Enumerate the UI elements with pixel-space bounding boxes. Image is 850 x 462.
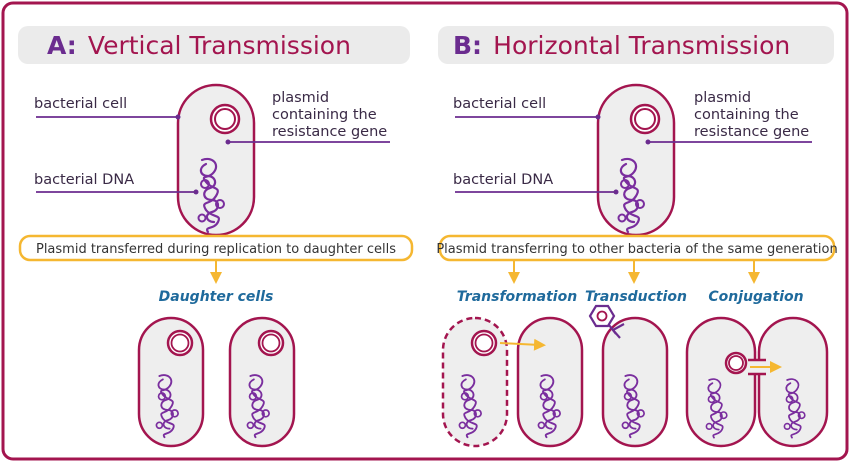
- dna-pointer-dot: [613, 189, 619, 195]
- label-bacterial-dna: bacterial DNA: [34, 172, 134, 188]
- plasmid-inner-ring: [634, 108, 656, 130]
- dna-pointer-dot: [193, 189, 199, 195]
- uptake-arrow: [499, 338, 546, 351]
- cell-pointer-dot: [175, 114, 181, 120]
- plasmid-pointer-dot: [645, 139, 651, 145]
- panel-letter: A:: [47, 31, 77, 60]
- conjugation-scene: [685, 316, 829, 448]
- plasmid-pointer-dot: [225, 139, 231, 145]
- transduction-scene: [588, 304, 669, 448]
- plasmid-inner-ring: [214, 108, 236, 130]
- result-label: Daughter cells: [159, 289, 274, 305]
- banner-text: Plasmid transferred during replication t…: [36, 242, 396, 257]
- label-bacterial-dna: bacterial DNA: [453, 172, 553, 188]
- daughter-cell: [137, 316, 205, 448]
- panel-letter: B:: [453, 31, 482, 60]
- panel-title-text: Vertical Transmission: [88, 31, 351, 60]
- recipient-cell: [757, 316, 829, 448]
- panel-title: B: Horizontal Transmission: [453, 31, 790, 60]
- label-plasmid-line-3: resistance gene: [272, 124, 387, 140]
- label-plasmid-line-1: plasmid: [694, 90, 751, 106]
- title-background: [18, 26, 410, 64]
- panel-horizontal: B: Horizontal Transmission bacterial cel…: [436, 26, 838, 448]
- panel-title-text: Horizontal Transmission: [493, 31, 790, 60]
- recipient-cell: [601, 316, 669, 448]
- panel-title: A: Vertical Transmission: [47, 31, 351, 60]
- mechanism-label-conjugation: Conjugation: [708, 289, 803, 305]
- label-bacterial-cell: bacterial cell: [453, 96, 546, 112]
- bacteriophage-icon: [588, 304, 625, 339]
- label-plasmid-line-3: resistance gene: [694, 124, 809, 140]
- daughter-cell: [228, 316, 296, 448]
- mechanism-label-transduction: Transduction: [585, 289, 687, 305]
- label-plasmid-line-2: containing the: [272, 107, 377, 123]
- panel-vertical: A: Vertical Transmission bacterial cell …: [18, 26, 414, 448]
- process-banner: [438, 234, 836, 262]
- recipient-cell: [516, 316, 584, 448]
- title-background: [438, 26, 834, 64]
- label-plasmid-line-2: containing the: [694, 107, 799, 123]
- transformation-scene: [441, 316, 584, 448]
- banner-text: Plasmid transferring to other bacteria o…: [436, 242, 837, 257]
- label-bacterial-cell: bacterial cell: [34, 96, 127, 112]
- mechanism-label-transformation: Transformation: [457, 289, 577, 305]
- label-plasmid-line-1: plasmid: [272, 90, 329, 106]
- donor-cell: [685, 316, 757, 448]
- cell-pointer-dot: [595, 114, 601, 120]
